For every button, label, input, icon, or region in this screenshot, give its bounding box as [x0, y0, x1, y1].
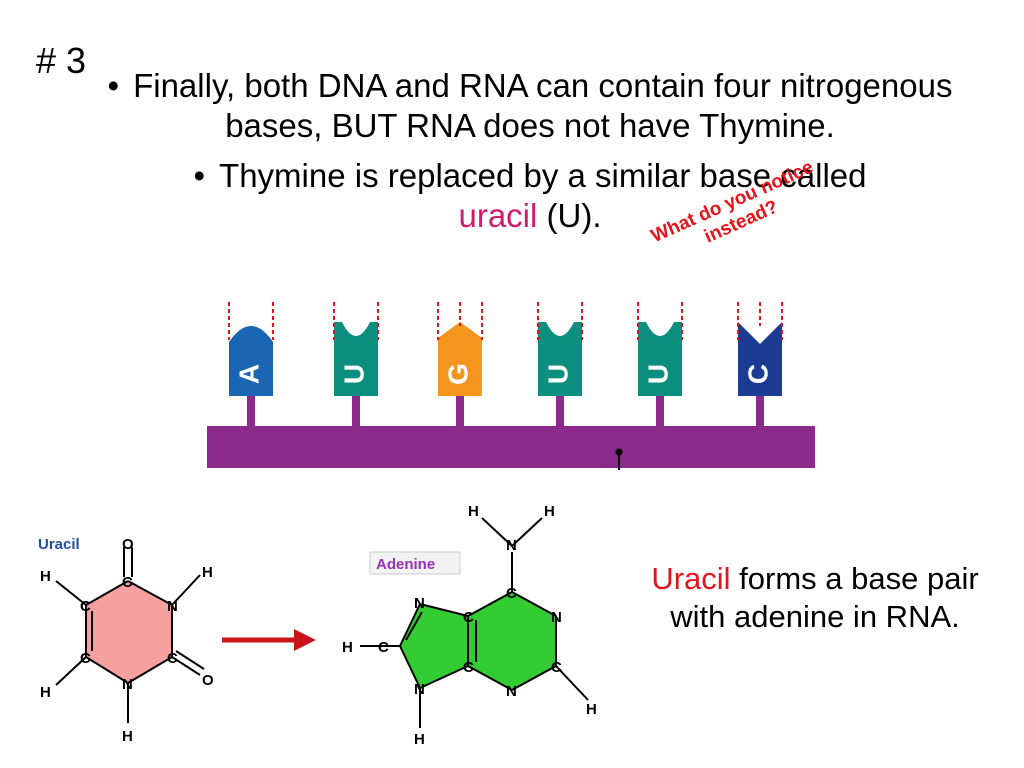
atom-label: N [122, 676, 133, 693]
base-letter: U [338, 364, 369, 384]
bullet-item: • Finally, both DNA and RNA can contain f… [90, 66, 970, 146]
backbone-pin [615, 448, 623, 470]
atom-label: C [80, 598, 91, 615]
atom-label: C [167, 650, 178, 667]
atom-label: N [551, 609, 562, 626]
atom-label: O [202, 672, 214, 689]
rna-base-g: G [437, 302, 483, 428]
arrow-icon [222, 629, 316, 651]
rna-base-u: U [537, 302, 583, 428]
uracil-ring [86, 581, 172, 683]
bullet-text-end: (U). [546, 197, 602, 234]
atom-label: H [586, 701, 597, 718]
slide-number: # 3 [36, 40, 87, 81]
base-letter: G [442, 363, 473, 385]
base-letter: U [542, 364, 573, 384]
atom-label: H [202, 564, 213, 581]
atom-label: N [506, 537, 517, 554]
base-letter: C [742, 364, 773, 384]
atom-label: C [378, 639, 389, 656]
atom-label: C [80, 650, 91, 667]
adenine-rings [400, 592, 556, 690]
caption-uracil: Uracil [651, 561, 731, 596]
caption: Uracil forms a base pair with adenine in… [630, 560, 1000, 636]
atom-label: H [544, 503, 555, 520]
atom-label: C [463, 609, 474, 626]
uracil-highlight: uracil [458, 197, 538, 234]
atom-label: H [40, 684, 51, 701]
atom-label: N [506, 683, 517, 700]
atom-label: C [463, 659, 474, 676]
adenine-title-box [369, 551, 461, 575]
bullet-text: Thymine is replaced by a similar base ca… [219, 157, 867, 194]
bullet-dot: • [193, 157, 206, 194]
atom-label: C [551, 659, 562, 676]
uracil-structure: Uracil O C N C N C C H H H O H [38, 536, 214, 745]
atom-label: H [342, 639, 353, 656]
rna-base-a: A [228, 302, 274, 428]
atom-label: H [122, 728, 133, 745]
rna-base-c: C [737, 302, 783, 428]
bullet-list: • Finally, both DNA and RNA can contain f… [90, 66, 970, 246]
uracil-title: Uracil [38, 536, 80, 553]
adenine-title: Adenine [376, 556, 435, 573]
rna-base-u: U [333, 302, 379, 428]
rna-backbone [207, 426, 815, 468]
atom-label: O [122, 536, 134, 553]
caption-text: forms a base pair with adenine in RNA. [670, 561, 979, 634]
adenine-structure: Adenine H H N C N C N C C N C H N H H [342, 503, 597, 748]
atom-label: N [414, 681, 425, 698]
atom-label: H [414, 731, 425, 748]
bullet-text: Finally, both DNA and RNA can contain fo… [133, 67, 953, 144]
base-letter: A [233, 364, 264, 384]
bullet-dot: • [107, 67, 120, 104]
base-letter: U [642, 364, 673, 384]
atom-label: N [414, 595, 425, 612]
atom-label: H [468, 503, 479, 520]
atom-label: C [122, 574, 133, 591]
rna-base-u: U [637, 302, 683, 428]
bullet-item: • Thymine is replaced by a similar base c… [90, 156, 970, 236]
atom-label: N [167, 598, 178, 615]
atom-label: C [506, 585, 517, 602]
atom-label: H [40, 568, 51, 585]
